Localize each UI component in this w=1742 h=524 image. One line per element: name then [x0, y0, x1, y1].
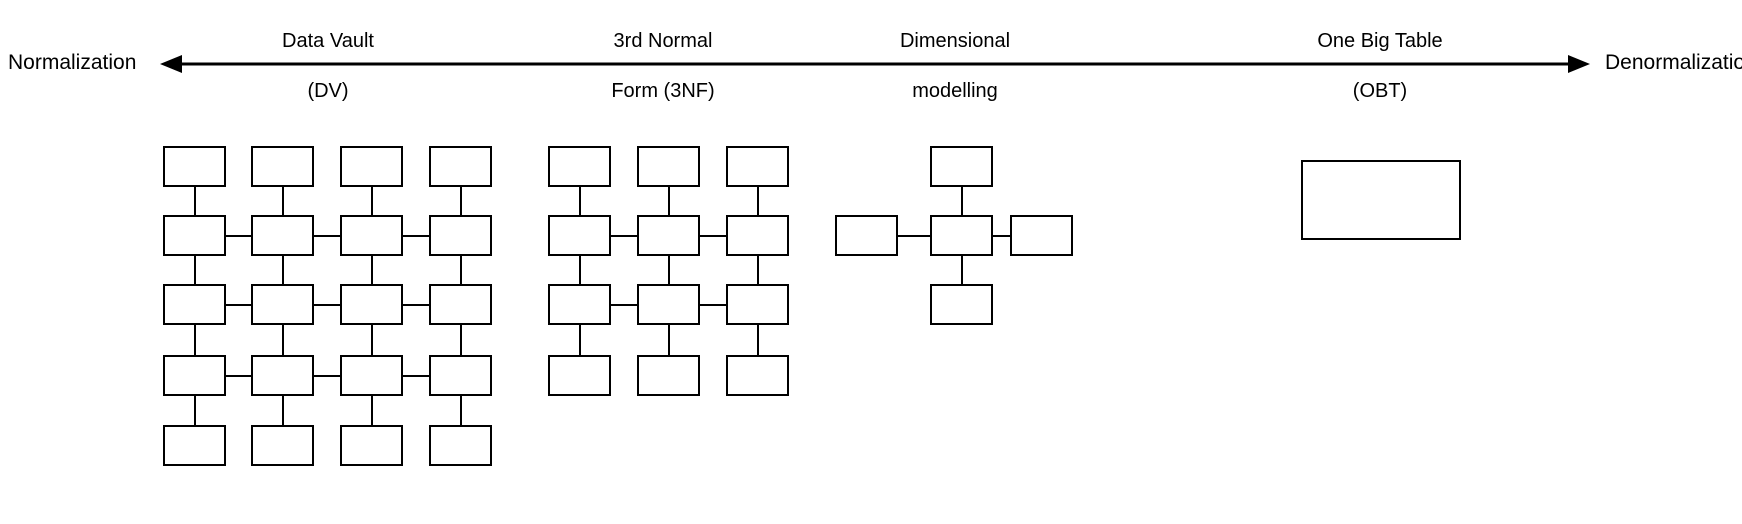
connector-line-vertical [756, 325, 759, 355]
data-vault-table-node [251, 215, 314, 256]
dimension-table-node [930, 284, 993, 325]
connector-line-vertical [281, 325, 284, 355]
connector-line-horizontal [314, 234, 340, 237]
data-vault-table-node [163, 284, 226, 325]
data-vault-table-node [429, 425, 492, 466]
connector-line-vertical [667, 256, 670, 284]
column-label-line1: One Big Table [1317, 30, 1443, 52]
third-normal-form-table-node [637, 284, 700, 325]
fact-table-node [930, 215, 993, 256]
column-label-line1: 3rd Normal [613, 30, 713, 52]
connector-line-vertical [667, 187, 670, 215]
connector-line-vertical [667, 325, 670, 355]
data-vault-table-node [251, 425, 314, 466]
connector-line-vertical [459, 396, 462, 425]
connector-line-vertical [370, 325, 373, 355]
third-normal-form-table-node [726, 284, 789, 325]
connector-line-vertical [370, 187, 373, 215]
data-vault-table-node [340, 355, 403, 396]
connector-line-horizontal [314, 374, 340, 377]
connector-line-vertical [193, 256, 196, 284]
connector-line-vertical [960, 256, 963, 284]
connector-line-horizontal [403, 234, 429, 237]
connector-line-vertical [578, 325, 581, 355]
column-label-line2: modelling [912, 80, 998, 102]
connector-line-horizontal [700, 303, 726, 306]
data-vault-table-node [163, 146, 226, 187]
connector-line-vertical [281, 396, 284, 425]
third-normal-form-table-node [637, 146, 700, 187]
connector-line-horizontal [403, 374, 429, 377]
connector-line-horizontal [611, 303, 637, 306]
column-label-data-vault: Data Vault (DV) [213, 4, 443, 129]
third-normal-form-table-node [548, 355, 611, 396]
data-vault-table-node [251, 355, 314, 396]
column-label-line1: Data Vault [282, 30, 374, 52]
data-vault-table-node [251, 284, 314, 325]
connector-line-horizontal [314, 303, 340, 306]
data-vault-table-node [429, 355, 492, 396]
third-normal-form-table-node [548, 146, 611, 187]
third-normal-form-table-node [726, 355, 789, 396]
connector-line-horizontal [700, 234, 726, 237]
column-label-one-big-table: One Big Table (OBT) [1270, 4, 1490, 129]
third-normal-form-table-node [637, 215, 700, 256]
data-vault-table-node [251, 146, 314, 187]
third-normal-form-table-node [548, 284, 611, 325]
double-headed-arrow-icon [160, 55, 1590, 73]
axis-label-denormalization: Denormalization [1605, 51, 1742, 74]
data-vault-table-node [340, 284, 403, 325]
column-label-dimensional-modelling: Dimensional modelling [840, 4, 1070, 129]
data-vault-table-node [429, 146, 492, 187]
connector-line-vertical [281, 256, 284, 284]
data-vault-table-node [340, 425, 403, 466]
dimension-table-node [835, 215, 898, 256]
one-big-table-node [1301, 160, 1461, 240]
connector-line-vertical [370, 396, 373, 425]
connector-line-horizontal [403, 303, 429, 306]
connector-line-vertical [193, 325, 196, 355]
column-label-line2: Form (3NF) [611, 80, 715, 102]
data-vault-table-node [340, 215, 403, 256]
third-normal-form-table-node [637, 355, 700, 396]
connector-line-horizontal [898, 234, 930, 237]
data-vault-table-node [163, 215, 226, 256]
connector-line-horizontal [611, 234, 637, 237]
connector-line-vertical [756, 256, 759, 284]
dimension-table-node [930, 146, 993, 187]
connector-line-vertical [370, 256, 373, 284]
connector-line-vertical [193, 396, 196, 425]
data-vault-table-node [340, 146, 403, 187]
connector-line-horizontal [226, 234, 251, 237]
connector-line-vertical [459, 187, 462, 215]
connector-line-vertical [578, 256, 581, 284]
connector-line-vertical [459, 325, 462, 355]
connector-line-horizontal [226, 303, 251, 306]
connector-line-vertical [578, 187, 581, 215]
column-label-line1: Dimensional [899, 30, 1011, 52]
connector-line-vertical [459, 256, 462, 284]
dimension-table-node [1010, 215, 1073, 256]
connector-line-vertical [281, 187, 284, 215]
connector-line-vertical [960, 187, 963, 215]
data-vault-table-node [429, 215, 492, 256]
third-normal-form-table-node [548, 215, 611, 256]
connector-line-horizontal [993, 234, 1010, 237]
data-vault-table-node [163, 425, 226, 466]
connector-line-vertical [756, 187, 759, 215]
column-label-third-normal-form: 3rd Normal Form (3NF) [553, 4, 773, 129]
data-vault-table-node [163, 355, 226, 396]
connector-line-vertical [193, 187, 196, 215]
column-label-line2: (DV) [307, 80, 349, 102]
column-label-line2: (OBT) [1352, 80, 1408, 102]
data-vault-table-node [429, 284, 492, 325]
third-normal-form-table-node [726, 146, 789, 187]
axis-label-normalization: Normalization [8, 51, 137, 74]
connector-line-horizontal [226, 374, 251, 377]
third-normal-form-table-node [726, 215, 789, 256]
